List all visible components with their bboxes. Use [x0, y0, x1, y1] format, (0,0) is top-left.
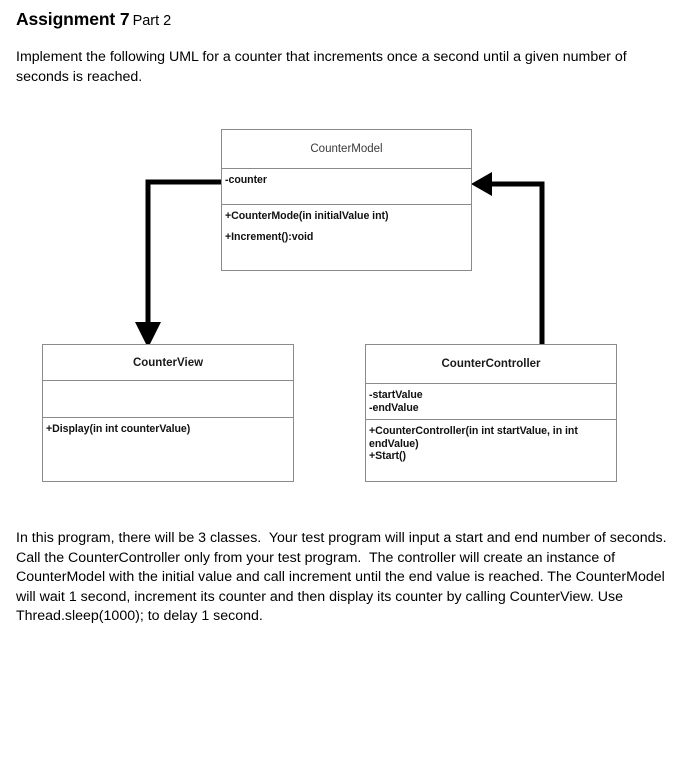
- uml-method: +Start(): [369, 450, 406, 462]
- uml-diagram: CounterModel -counter +CounterMode(in in…: [42, 129, 617, 482]
- uml-attributes-counter-model: -counter: [222, 168, 471, 204]
- page-title-main: Assignment 7: [16, 9, 130, 29]
- outro-paragraph: In this program, there will be 3 classes…: [16, 530, 671, 624]
- uml-class-counter-model[interactable]: CounterModel -counter +CounterMode(in in…: [221, 129, 472, 271]
- uml-method-continuation: endValue): [369, 437, 419, 450]
- uml-attribute: -endValue: [369, 402, 419, 414]
- uml-method: +CounterMode(in initialValue int): [225, 210, 389, 222]
- uml-method: +CounterController(in int startValue, in…: [369, 425, 578, 437]
- uml-attributes-counter-controller: -startValue -endValue: [366, 383, 616, 419]
- uml-attribute: -startValue: [369, 389, 423, 401]
- connector-controller-to-model: [471, 172, 545, 344]
- uml-attribute: -counter: [225, 174, 267, 186]
- uml-class-counter-view[interactable]: CounterView +Display(in int counterValue…: [42, 344, 294, 482]
- uml-methods-counter-model: +CounterMode(in initialValue int) +Incre…: [222, 204, 471, 270]
- uml-class-counter-controller[interactable]: CounterController -startValue -endValue …: [365, 344, 617, 482]
- uml-class-title-counter-controller: CounterController: [441, 358, 541, 370]
- intro-paragraph: Implement the following UML for a counte…: [16, 49, 631, 85]
- connector-model-to-view: [135, 179, 221, 348]
- uml-methods-counter-view: +Display(in int counterValue): [43, 417, 293, 481]
- uml-class-title-counter-view: CounterView: [132, 356, 204, 369]
- uml-attributes-counter-view: [43, 380, 293, 417]
- uml-method: +Increment():void: [225, 231, 314, 243]
- page-title-sub: Part 2: [132, 13, 172, 29]
- uml-connector-layer: [135, 172, 545, 348]
- uml-method: +Display(in int counterValue): [46, 423, 191, 435]
- uml-class-title-counter-model: CounterModel: [310, 143, 383, 155]
- uml-methods-counter-controller: +CounterController(in int startValue, in…: [366, 419, 616, 481]
